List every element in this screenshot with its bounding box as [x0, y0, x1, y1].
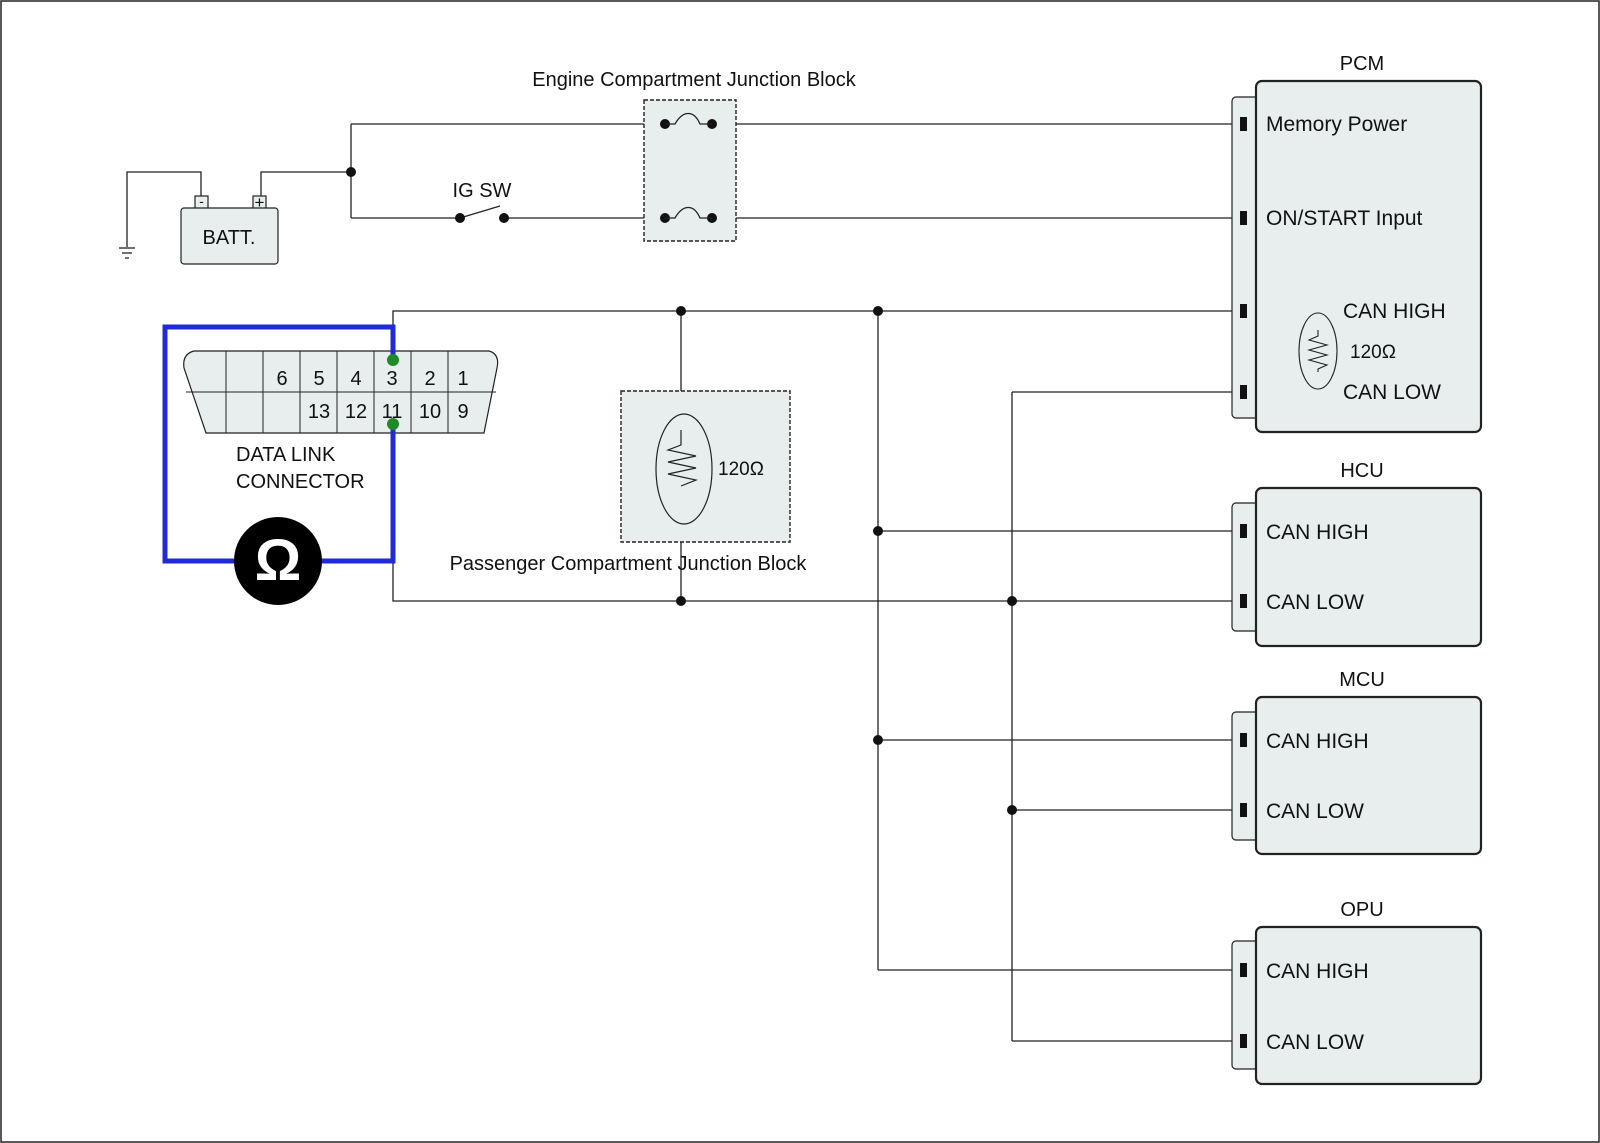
pcm-pin-memory-power [1240, 117, 1247, 131]
pcm-pin-can-high [1240, 304, 1247, 318]
opu-pin-can-high [1240, 963, 1247, 977]
engine-junction-block: Engine Compartment Junction Block [532, 69, 857, 242]
junction-dots [346, 167, 1017, 815]
opu-pin-can-low [1240, 1034, 1247, 1048]
pcm-on-start-label: ON/START Input [1266, 207, 1423, 230]
dlc-pin-1: 1 [457, 368, 468, 390]
battery-pos-label: + [255, 193, 265, 212]
mcu-can-high-label: CAN HIGH [1266, 730, 1369, 753]
ohmmeter: Ω [162, 324, 399, 605]
battery: - + BATT. [180, 193, 279, 265]
hcu-can-high-label: CAN HIGH [1266, 521, 1369, 544]
dlc-pin-5: 5 [313, 368, 324, 390]
ground-icon [119, 247, 135, 259]
opu-can-low-label: CAN LOW [1266, 1031, 1364, 1054]
passenger-resistor-label: 120Ω [718, 459, 764, 480]
dlc-pin-10: 10 [419, 401, 441, 423]
hcu-module: HCU CAN HIGH CAN LOW [1231, 460, 1483, 648]
ground-wire [126, 171, 202, 247]
dlc-label-line2: CONNECTOR [236, 471, 365, 493]
mcu-pin-can-low [1240, 803, 1247, 817]
pcm-module: PCM Memory Power ON/START Input CAN HIGH… [1231, 53, 1483, 434]
ohm-symbol: Ω [255, 528, 302, 593]
passenger-junction-block: 120Ω Passenger Compartment Junction Bloc… [450, 390, 808, 575]
battery-positive-wire [260, 171, 351, 197]
ignition-switch: IG SW [453, 180, 512, 223]
hcu-pin-can-high [1240, 524, 1247, 538]
pcm-title: PCM [1340, 53, 1384, 75]
probe-point-pin3 [387, 354, 399, 366]
probe-point-pin11 [387, 418, 399, 430]
engine-junction-block-label: Engine Compartment Junction Block [532, 69, 856, 91]
dlc-label-line1: DATA LINK [236, 444, 336, 466]
dlc-pin-3: 3 [386, 368, 397, 390]
ig-switch-label: IG SW [453, 180, 512, 202]
resistor-icon [1306, 330, 1330, 372]
dlc-pin-13: 13 [308, 401, 330, 423]
dlc-pin-12: 12 [345, 401, 367, 423]
pcm-can-high-label: CAN HIGH [1343, 300, 1446, 323]
opu-title: OPU [1340, 899, 1383, 921]
hcu-can-low-label: CAN LOW [1266, 591, 1364, 614]
pcm-can-low-label: CAN LOW [1343, 381, 1441, 404]
mcu-can-low-label: CAN LOW [1266, 800, 1364, 823]
mcu-module: MCU CAN HIGH CAN LOW [1231, 669, 1483, 856]
pcm-resistor-label: 120Ω [1350, 342, 1396, 363]
pcm-pin-on-start [1240, 211, 1247, 225]
hcu-title: HCU [1340, 460, 1383, 482]
meter-lead-pin3 [162, 324, 396, 564]
data-link-connector: 6 5 4 3 2 1 13 12 11 10 9 DATA LINK CONN… [183, 350, 499, 493]
battery-body [180, 207, 279, 265]
meter-lead-pin11 [318, 424, 396, 564]
hcu-pin-can-low [1240, 594, 1247, 608]
opu-module: OPU CAN HIGH CAN LOW [1231, 899, 1483, 1086]
dlc-pin-11: 11 [382, 401, 403, 423]
mcu-pin-can-high [1240, 733, 1247, 747]
fuse-icon [660, 112, 717, 129]
dlc-pin-9: 9 [457, 401, 468, 423]
mcu-title: MCU [1339, 669, 1385, 691]
dlc-pin-4: 4 [350, 368, 361, 390]
passenger-junction-block-label: Passenger Compartment Junction Block [450, 553, 808, 575]
dlc-pin-2: 2 [424, 368, 435, 390]
pcm-pin-can-low [1240, 385, 1247, 399]
resistor-icon [665, 430, 699, 487]
fuse-icon [660, 206, 717, 223]
pcm-memory-power-label: Memory Power [1266, 113, 1407, 136]
battery-label: BATT. [203, 227, 256, 249]
opu-can-high-label: CAN HIGH [1266, 960, 1369, 983]
dlc-pin-6: 6 [276, 368, 287, 390]
battery-neg-label: - [199, 193, 204, 209]
ohmmeter-icon [234, 517, 322, 605]
